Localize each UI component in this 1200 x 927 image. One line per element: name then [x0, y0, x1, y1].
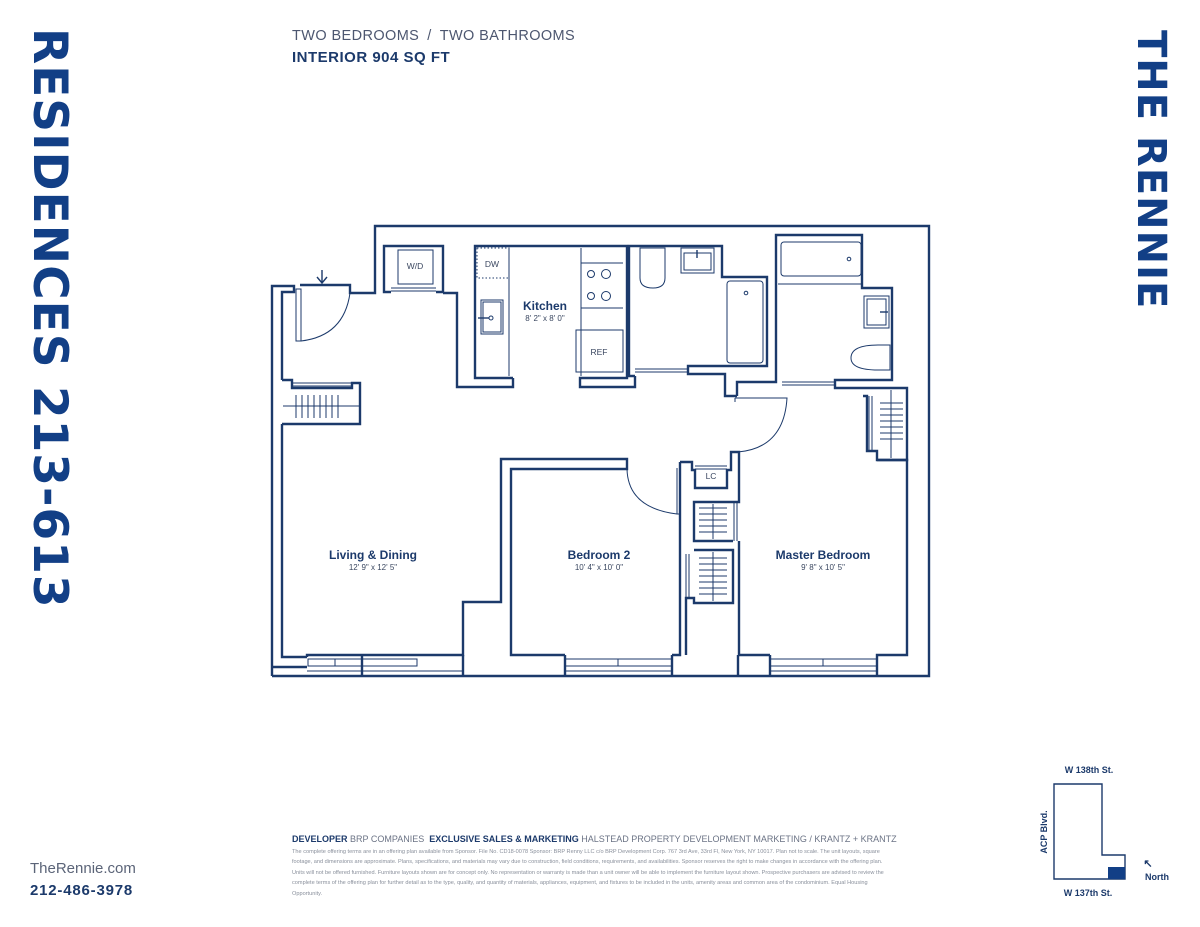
- dw-label: DW: [485, 259, 499, 269]
- exterior-walls: [270, 224, 931, 678]
- street-north: W 138th St.: [1065, 765, 1114, 775]
- sales-marketing: HALSTEAD PROPERTY DEVELOPMENT MARKETING …: [581, 834, 897, 844]
- bedrooms-label: TWO BEDROOMS: [292, 28, 420, 44]
- bathroom-2: [627, 244, 769, 398]
- hangers-icon: [880, 402, 903, 440]
- sales-label: EXCLUSIVE SALES & MARKETING: [429, 834, 579, 844]
- street-west: ACP Blvd.: [1039, 810, 1049, 853]
- website-link[interactable]: TheRennie.com: [30, 860, 136, 877]
- kitchen: DW REF Kitchen 8' 2" x 8' 0": [473, 244, 637, 389]
- legal-disclaimer: The complete offering terms are in an of…: [292, 849, 884, 897]
- stovetop-icon: [587, 269, 611, 301]
- washer-dryer-closet: W/D: [382, 244, 445, 294]
- credits: DEVELOPER BRP COMPANIES EXCLUSIVE SALES …: [292, 834, 897, 844]
- kitchen-label: Kitchen: [523, 299, 567, 313]
- lc-label: LC: [706, 471, 717, 481]
- bedroom2-door: [626, 468, 681, 515]
- key-plan: W 138th St. W 137th St. ACP Blvd. ↖ Nort…: [1039, 765, 1169, 898]
- unit-type: TWO BEDROOMS / TWO BATHROOMS: [292, 28, 575, 44]
- separator: /: [427, 28, 432, 44]
- windows: [307, 658, 878, 672]
- faucet-icon: [488, 315, 494, 321]
- entry-door: [295, 270, 351, 342]
- unit-summary: TWO BEDROOMS / TWO BATHROOMS INTERIOR 904 …: [292, 28, 575, 66]
- bathtub-icon: [726, 280, 764, 364]
- bathrooms-label: TWO BATHROOMS: [439, 28, 576, 44]
- interior-area: INTERIOR 904 SQ FT: [292, 49, 451, 66]
- wd-label: W/D: [407, 261, 424, 271]
- master-bathtub-icon: [780, 241, 862, 277]
- living-dining-dimensions: 12' 9" x 12' 5": [349, 563, 397, 572]
- hangers-icon: [699, 507, 727, 595]
- hall-door-arc: [735, 397, 788, 453]
- master-closet-upper: [863, 386, 909, 462]
- developer: BRP COMPANIES: [350, 834, 425, 844]
- sink-icon: [680, 247, 715, 274]
- master-bathroom: [735, 233, 894, 396]
- contact-info: TheRennie.com 212-486-3978: [30, 860, 136, 899]
- developer-label: DEVELOPER: [292, 834, 348, 844]
- hangers-icon: [295, 395, 339, 418]
- ref-label: REF: [591, 347, 608, 357]
- footer: DEVELOPER BRP COMPANIES EXCLUSIVE SALES …: [292, 834, 897, 899]
- central-closets: LC: [672, 450, 770, 657]
- living-dining-label: Living & Dining: [329, 548, 417, 562]
- bedroom-2-dimensions: 10' 4" x 10' 0": [575, 563, 623, 572]
- living-closet: [282, 378, 362, 426]
- north-label: North: [1145, 872, 1169, 882]
- toilet-icon: [639, 247, 666, 289]
- kitchen-dimensions: 8' 2" x 8' 0": [525, 314, 565, 323]
- north-arrow-icon: ↖: [1143, 858, 1152, 870]
- building-name: THE RENNIE: [1128, 30, 1174, 310]
- entry-arrow-icon: [316, 270, 328, 285]
- street-south: W 137th St.: [1064, 888, 1113, 898]
- residence-title: RESIDENCES 213-613: [22, 28, 77, 609]
- unit-location-marker: [1108, 867, 1125, 879]
- master-sink-icon: [863, 295, 890, 329]
- bedroom-2-label: Bedroom 2: [568, 548, 631, 562]
- master-toilet-icon: [850, 344, 891, 371]
- master-bedroom-label: Master Bedroom: [776, 548, 871, 562]
- master-bedroom-dimensions: 9' 8" x 10' 5": [801, 563, 845, 572]
- phone-number[interactable]: 212-486-3978: [30, 882, 134, 899]
